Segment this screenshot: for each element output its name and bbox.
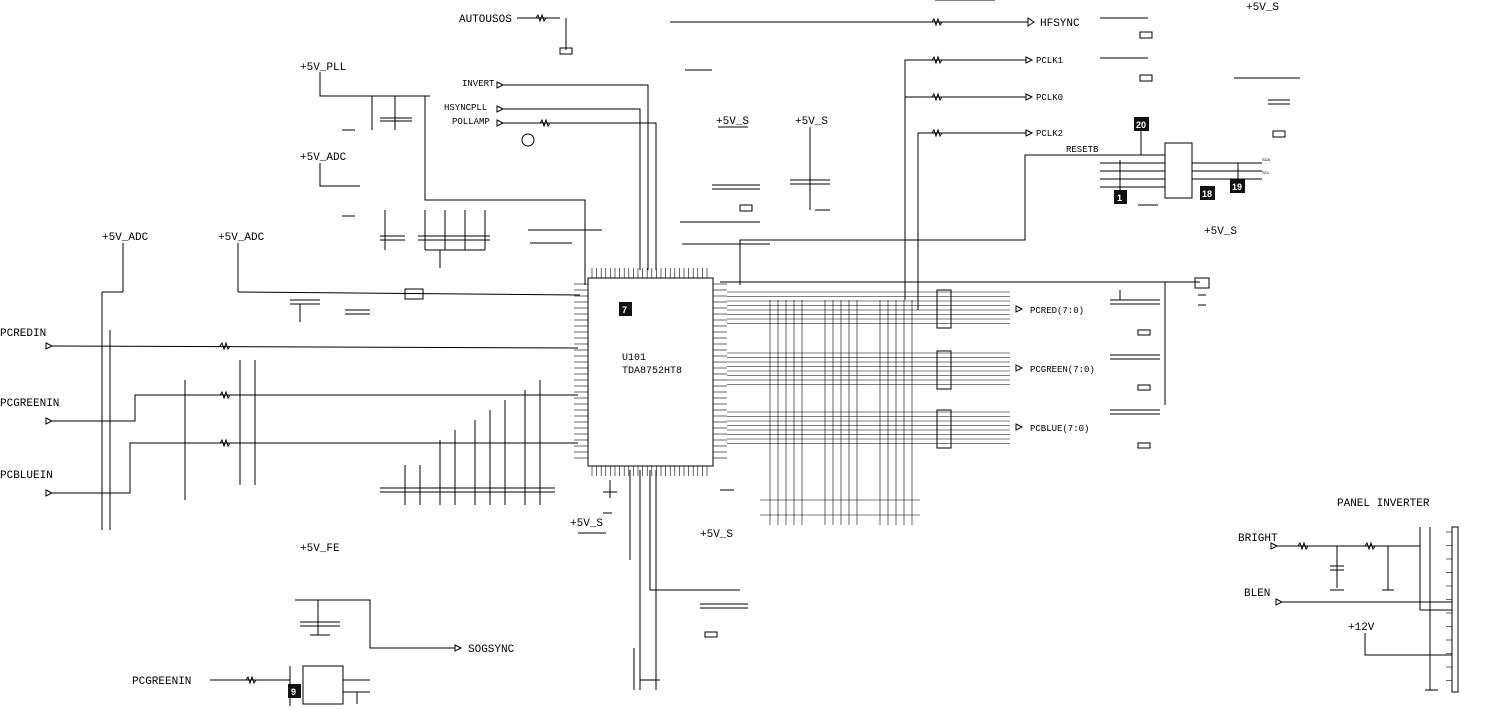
net-sda: SDA — [1262, 157, 1271, 162]
ic-ref: U101 — [622, 353, 646, 364]
power-top: +5V_PLL +5V_ADC +5V_S +5V_S — [300, 62, 830, 285]
resistor-array — [936, 289, 952, 329]
net-pcredin: PCREDIN — [0, 328, 46, 340]
net-blen: BLEN — [1244, 588, 1270, 600]
power-vadc2: +5V_ADC — [102, 232, 149, 244]
net-pclk1: PCLK1 — [1036, 56, 1063, 66]
input-section: +5V_ADC +5V_ADC PCREDIN PCGREENIN PCBLUE… — [0, 232, 734, 555]
net-sogsync: SOGSYNC — [468, 644, 515, 656]
net-pcblueout: PCBLUE(7:0) — [1030, 424, 1089, 434]
sync-section: SOGSYNC PCGREENIN — [132, 599, 515, 706]
marker-7: 7 — [622, 305, 627, 315]
top-nets: AUTOUSOS HFSYNC PCLK1 PCLK0 PCLK2 INVERT… — [444, 0, 1080, 310]
bottom-center — [603, 470, 748, 690]
net-pcgreenin2: PCGREENIN — [132, 676, 191, 688]
power-v5s-3: +5V_S — [570, 518, 603, 530]
power-v5s-1: +5V_S — [716, 116, 749, 128]
marker-1: 1 — [1117, 193, 1122, 203]
panel-inverter: PANEL INVERTER BRIGHT BLEN +12V — [1238, 498, 1459, 693]
net-pcgreenout: PCGREEN(7:0) — [1030, 365, 1095, 375]
marker-9: 9 — [291, 687, 296, 697]
net-hsyncpll: HSYNCPLL — [444, 103, 487, 113]
net-reset: RESETB — [1066, 145, 1099, 155]
ic-u101: U101 TDA8752HT8 — [574, 268, 727, 476]
traces — [760, 300, 920, 525]
power-v5s-6: +5V_S — [1204, 226, 1237, 238]
power-vfe: +5V_FE — [300, 543, 340, 555]
net-invert: INVERT — [462, 79, 495, 89]
net-pcgreenin: PCGREENIN — [0, 398, 59, 410]
power-v5s-4: +5V_S — [700, 529, 733, 541]
net-autodsos: AUTOUSOS — [459, 14, 512, 26]
power-v12: +12V — [1348, 622, 1375, 634]
power-v5s-5: +5V_S — [1246, 2, 1279, 14]
ic-part: TDA8752HT8 — [622, 366, 682, 377]
net-bright: BRIGHT — [1238, 533, 1278, 545]
marker-20: 20 — [1136, 120, 1146, 130]
bus-red — [727, 289, 1010, 449]
connector-top-right: RESETB SDA SCL +5V_S +5V_S — [739, 2, 1300, 285]
net-pclk2: PCLK2 — [1036, 129, 1063, 139]
panel-title: PANEL INVERTER — [1337, 498, 1430, 510]
resistor-array — [936, 350, 952, 390]
net-pcredout: PCRED(7:0) — [1030, 306, 1084, 316]
power-vpll: +5V_PLL — [300, 62, 346, 74]
resistor-array — [936, 409, 952, 449]
net-scl: SCL — [1262, 170, 1271, 175]
markers: 20 1 18 19 7 9 — [288, 117, 1245, 698]
panel-connector-pins — [1446, 531, 1452, 681]
ic-pins — [574, 268, 727, 476]
power-v5s-2: +5V_S — [795, 116, 828, 128]
marker-18: 18 — [1202, 189, 1212, 199]
net-pollamp: POLLAMP — [452, 117, 490, 127]
marker-19: 19 — [1232, 182, 1242, 192]
output-section: PCRED(7:0) PCGREEN(7:0) PCBLUE(7:0) — [720, 277, 1210, 449]
net-pclk0: PCLK0 — [1036, 93, 1063, 103]
power-vadc1: +5V_ADC — [300, 152, 347, 164]
net-pcbluein: PCBLUEIN — [0, 470, 53, 482]
power-vadc3: +5V_ADC — [218, 232, 265, 244]
net-hfsync: HFSYNC — [1040, 18, 1080, 30]
